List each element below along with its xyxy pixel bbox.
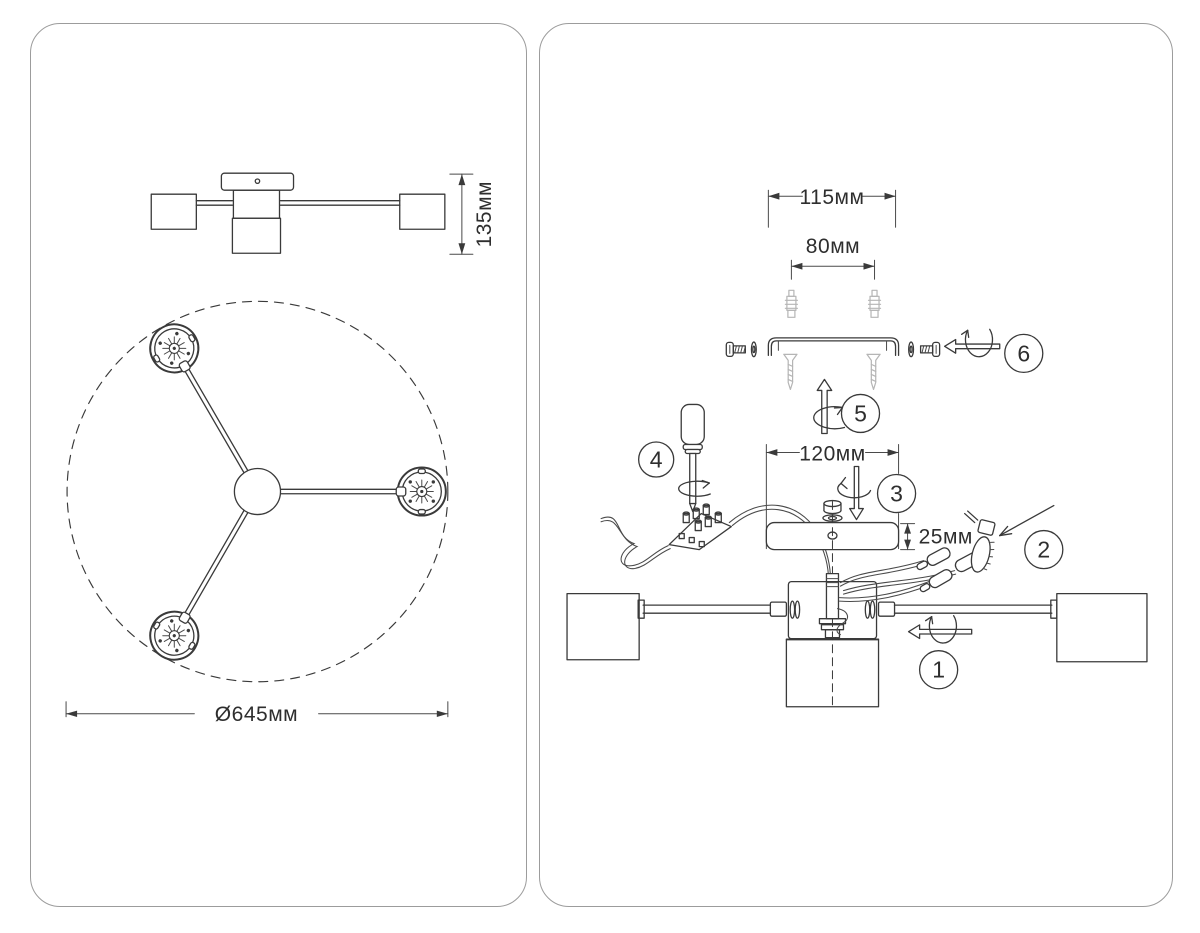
panel-dimensions-view: 135мм: [30, 23, 527, 907]
chandelier-body: [566, 572, 1148, 708]
rotate-arrow-icon-step4: [678, 479, 711, 497]
center-shade: [231, 217, 282, 254]
dimensions-drawing: 135мм: [65, 172, 496, 726]
ceiling-screw-left: [783, 353, 798, 391]
dimension-anchor-spacing: 80мм: [790, 235, 876, 280]
arm-upper-left: [171, 346, 261, 494]
wall-anchor-right: [867, 289, 882, 318]
wall-anchor-left: [784, 289, 799, 318]
svg-text:3: 3: [890, 481, 903, 507]
right-arm: [279, 200, 401, 206]
rotate-arrow-icon-step5: [813, 378, 846, 435]
bracket-width-label: 115мм: [800, 186, 865, 209]
washer-right: [908, 341, 915, 358]
left-arm: [195, 200, 234, 206]
step-2-badge: 2: [1024, 529, 1064, 570]
ceiling-plate: [220, 172, 295, 191]
mains-cable: [600, 516, 671, 570]
internal-wire: [836, 608, 849, 636]
screwdriver: [680, 403, 705, 513]
svg-text:4: 4: [650, 447, 663, 473]
shade-right: [1056, 592, 1148, 663]
rotate-arrow-icon-step6: [943, 328, 1001, 358]
terminal-block: [668, 503, 732, 551]
ceiling-screw-right: [866, 353, 881, 391]
canopy-width-label: 120мм: [799, 442, 865, 465]
dimension-bracket-width: 115мм: [767, 186, 897, 228]
lock-washers-left: [789, 600, 801, 619]
assembly-drawing: 115мм 80мм: [566, 186, 1148, 710]
shade-left: [566, 592, 640, 661]
height-dimension-label: 135мм: [473, 181, 496, 247]
threaded-tube: [825, 572, 840, 620]
washer-left: [750, 341, 757, 358]
center-hub: [232, 189, 281, 219]
left-shade: [150, 193, 197, 230]
dimension-canopy-height: 25мм: [900, 523, 973, 551]
mounting-bracket: [767, 337, 900, 357]
panel-assembly-steps: 115мм 80мм: [539, 23, 1173, 907]
bracket-screw-left: [725, 341, 746, 358]
canopy-height-label: 25мм: [919, 526, 973, 549]
plate-hole: [254, 178, 261, 185]
anchor-spacing-label: 80мм: [806, 235, 860, 258]
top-view: [66, 300, 449, 683]
dimension-height: 135мм: [449, 173, 496, 255]
arm-nipple-right: [877, 601, 896, 617]
arrow-icon-step2: [999, 504, 1055, 537]
svg-text:5: 5: [854, 400, 867, 426]
diameter-circle: [66, 300, 449, 683]
arm-nipple-left: [769, 601, 788, 617]
svg-text:1: 1: [932, 657, 945, 683]
step-5-badge: 5: [840, 393, 881, 434]
rotate-arrow-icon-step1: [907, 615, 973, 644]
svg-text:6: 6: [1017, 340, 1030, 366]
right-shade: [399, 193, 446, 230]
cable-tie: [964, 510, 996, 573]
arm-right: [893, 599, 1058, 619]
arm-right: [256, 488, 423, 495]
svg-text:2: 2: [1037, 537, 1050, 563]
rotate-arrow-icon-step3: [837, 465, 872, 521]
side-view: [150, 172, 446, 254]
shade-center: [785, 639, 880, 708]
step-4-badge: 4: [638, 441, 675, 478]
lock-washers-right: [864, 600, 876, 619]
step-3-badge: 3: [876, 473, 917, 514]
bracket-screw-right: [919, 341, 941, 358]
center-hub-top: [233, 467, 282, 516]
diameter-dimension-label: Ø645мм: [215, 703, 298, 726]
step-1-badge: 1: [918, 650, 959, 690]
arm-left: [637, 599, 772, 619]
arm-lower-left: [171, 489, 261, 638]
dimension-diameter: Ø645мм: [65, 701, 449, 726]
step-6-badge: 6: [1004, 333, 1044, 374]
